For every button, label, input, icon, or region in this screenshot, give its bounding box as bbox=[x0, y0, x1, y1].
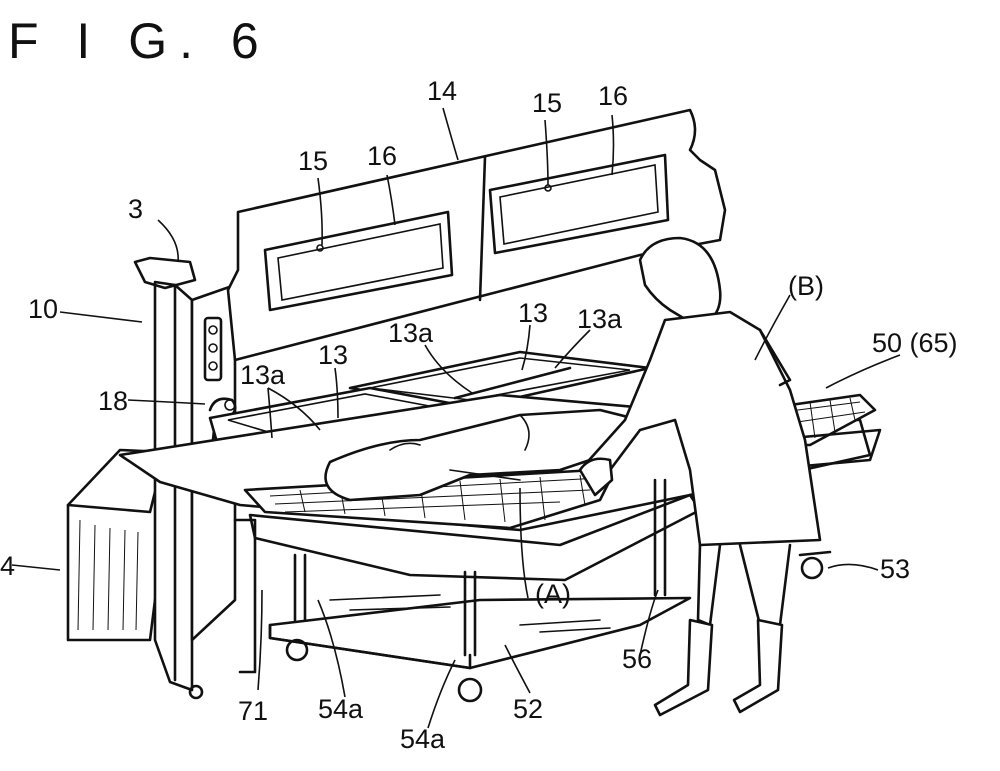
label-13-left: 13 bbox=[318, 340, 348, 370]
leg-54a-front bbox=[463, 570, 477, 657]
label-71: 71 bbox=[238, 696, 268, 726]
label-15-right: 15 bbox=[532, 88, 562, 118]
trolley-pan bbox=[248, 493, 702, 582]
leader-lines bbox=[11, 107, 901, 729]
attendant-leg-left bbox=[653, 618, 714, 717]
attendant-leg-right bbox=[732, 618, 784, 714]
leg-54a-left bbox=[293, 553, 307, 622]
label-52: 52 bbox=[513, 694, 543, 724]
back-panel bbox=[226, 108, 727, 362]
label-4: 4 bbox=[0, 551, 15, 581]
figure-title: F I G. 6 bbox=[8, 13, 271, 69]
label-A: (A) bbox=[535, 579, 571, 609]
label-53: 53 bbox=[880, 554, 910, 584]
reference-labels: 14 15 16 15 16 3 10 13 13a 13a 13 13a 18… bbox=[0, 76, 958, 754]
label-13a-mid: 13a bbox=[388, 318, 434, 348]
label-50-65: 50 (65) bbox=[872, 328, 958, 358]
label-16-left: 16 bbox=[367, 141, 397, 171]
window-left bbox=[263, 210, 454, 312]
label-13a-right: 13a bbox=[577, 304, 623, 334]
trolley-base bbox=[268, 478, 832, 703]
side-cabinet bbox=[66, 448, 167, 642]
label-14: 14 bbox=[427, 76, 457, 106]
label-54a-left: 54a bbox=[318, 694, 364, 724]
leg-56 bbox=[653, 478, 667, 597]
attendant-figure bbox=[578, 236, 822, 717]
stand-71 bbox=[233, 518, 257, 674]
control-panel bbox=[203, 316, 223, 382]
attendant-head bbox=[638, 236, 722, 324]
caster-53 bbox=[800, 556, 824, 580]
label-13a-left: 13a bbox=[240, 360, 286, 390]
label-16-right: 16 bbox=[598, 81, 628, 111]
label-18: 18 bbox=[98, 386, 128, 416]
label-56: 56 bbox=[622, 644, 652, 674]
window-right bbox=[488, 153, 670, 255]
attendant-hand bbox=[578, 457, 614, 497]
label-54a-bottom: 54a bbox=[400, 724, 446, 754]
attendant-coat bbox=[580, 310, 822, 547]
label-10: 10 bbox=[28, 294, 58, 324]
label-3: 3 bbox=[128, 194, 143, 224]
label-15-left: 15 bbox=[298, 146, 328, 176]
label-B: (B) bbox=[788, 271, 824, 301]
label-13-mid: 13 bbox=[518, 298, 548, 328]
